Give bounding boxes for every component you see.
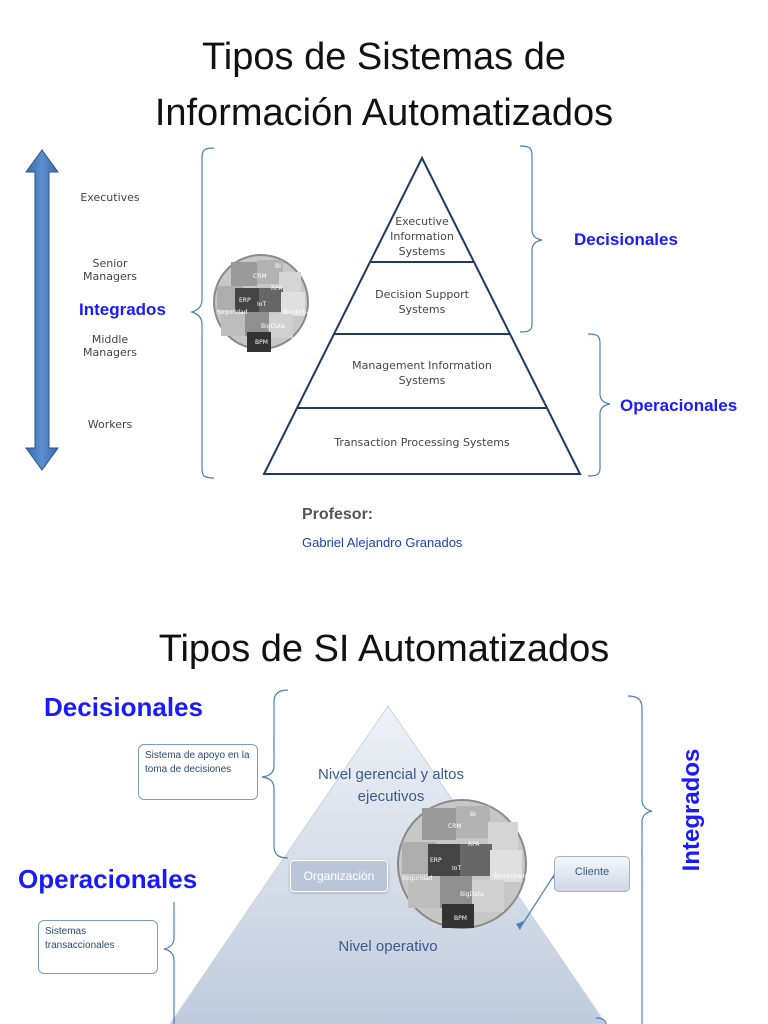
svg-text:CRM: CRM xyxy=(448,823,462,830)
slide2-title: Tipos de SI Automatizados xyxy=(158,628,610,670)
svg-text:CRM: CRM xyxy=(253,273,267,280)
role-middle-managers: Middle Managers xyxy=(83,333,137,359)
pyramid-level-eis: Executive Information Systems xyxy=(390,215,454,258)
s2-decisionales-brace xyxy=(261,689,289,859)
svg-text:BI: BI xyxy=(275,263,281,270)
s2-integrados-brace xyxy=(627,695,653,1024)
slide1-title-line1: Tipos de Sistemas de xyxy=(202,36,566,78)
svg-text:ERP: ERP xyxy=(239,297,251,304)
svg-text:RPA: RPA xyxy=(468,841,480,848)
svg-text:Seguridad: Seguridad xyxy=(217,309,248,316)
s2-operacionales-brace xyxy=(163,902,175,1024)
pyramid-level-mis: Management Information Systems xyxy=(352,359,492,387)
s2-label-operacionales: Operacionales xyxy=(18,864,198,894)
svg-text:IoT: IoT xyxy=(257,301,266,308)
slide1-diagram: BI CRM RPA ERP IoT Seguridad Blockchain … xyxy=(25,145,611,479)
svg-text:Seguridad: Seguridad xyxy=(402,875,433,882)
svg-text:BigData: BigData xyxy=(460,891,484,898)
svg-text:Blockchain: Blockchain xyxy=(494,873,527,880)
s2-label-integrados: Integrados xyxy=(678,748,705,872)
pyramid-level-tps: Transaction Processing Systems xyxy=(334,436,510,449)
slide2-diagram: BI CRM RPA ERP IoT Seguridad Blockchain … xyxy=(163,689,653,1024)
integrados-brace xyxy=(190,147,215,479)
s2-label-decisionales: Decisionales xyxy=(44,692,203,722)
svg-text:ERP: ERP xyxy=(430,857,442,864)
nivel-gerencial-label: Nivel gerencial y altos ejecutivos xyxy=(318,766,464,805)
label-decisionales: Decisionales xyxy=(574,230,678,249)
svg-text:IoT: IoT xyxy=(452,865,461,872)
label-operacionales: Operacionales xyxy=(620,396,738,415)
svg-text:Blockchain: Blockchain xyxy=(283,309,316,316)
svg-text:BPM: BPM xyxy=(255,339,268,346)
svg-text:BigData: BigData xyxy=(261,323,285,330)
callout-sistema-apoyo-decisiones: Sistema de apoyo en la toma de decisione… xyxy=(138,744,258,800)
slide1-title-line2: Información Automatizados xyxy=(154,92,614,134)
role-workers: Workers xyxy=(87,418,133,431)
s2-small-bracket xyxy=(595,1017,607,1024)
svg-text:BI: BI xyxy=(470,811,476,818)
pyramid-level-dss: Decision Support Systems xyxy=(375,288,469,316)
erp-puzzle-icon: BI CRM RPA ERP IoT Seguridad Blockchain … xyxy=(213,254,316,352)
callout-sistemas-transaccionales: Sistemas transaccionales xyxy=(38,920,158,974)
decisionales-brace xyxy=(519,145,543,333)
svg-text:BPM: BPM xyxy=(454,915,467,922)
svg-text:RPA: RPA xyxy=(271,285,283,292)
role-senior-managers: Senior Managers xyxy=(83,257,137,283)
pyramid xyxy=(262,155,582,475)
cliente-connector xyxy=(519,871,557,929)
operacionales-brace xyxy=(587,333,611,477)
label-integrados: Integrados xyxy=(79,300,166,319)
nivel-operativo-label: Nivel operativo xyxy=(338,938,438,955)
erp-puzzle-icon-large: BI CRM RPA ERP IoT Seguridad Blockchain … xyxy=(397,799,527,929)
role-executives: Executives xyxy=(80,191,140,204)
vertical-double-arrow xyxy=(25,149,59,471)
cliente-box: Cliente xyxy=(554,856,630,892)
profesor-label: Profesor: xyxy=(302,506,374,523)
organizacion-box: Organización xyxy=(290,860,388,892)
profesor-name: Gabriel Alejandro Granados xyxy=(302,535,463,550)
